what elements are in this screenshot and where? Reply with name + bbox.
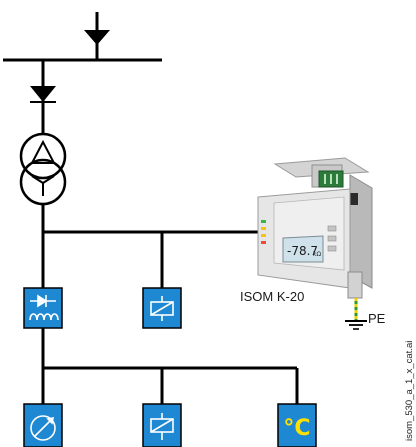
incoming-feeder — [84, 12, 110, 60]
transformer-icon — [19, 132, 67, 206]
celsius-icon: °C — [283, 416, 310, 441]
lcd-display — [282, 235, 324, 263]
lcd-value: -78.7 — [287, 244, 318, 258]
arrow-down-icon — [30, 86, 56, 102]
inductor-icon — [29, 313, 59, 321]
led-green — [261, 220, 266, 223]
isom-k20-device: -78.7 kΩ — [257, 157, 373, 299]
relay-coil-icon — [150, 413, 174, 440]
meter-icon — [30, 415, 56, 441]
pe-label: PE — [368, 311, 386, 326]
rectifier-box — [23, 287, 63, 329]
relay-box-lower — [142, 403, 182, 447]
arrow-down-icon — [84, 30, 110, 45]
temperature-box: °C — [277, 403, 317, 447]
earth-ground-icon — [345, 298, 367, 330]
lcd-unit: kΩ — [313, 251, 321, 258]
led-yellow-1 — [261, 227, 266, 230]
device-button-2 — [327, 235, 337, 242]
relay-coil-icon — [150, 296, 174, 321]
led-yellow-2 — [261, 234, 266, 237]
meter-box — [23, 403, 63, 447]
file-name-caption: isom_530_a_1_x_cat.ai — [404, 340, 415, 441]
rectifier-icon — [30, 294, 56, 308]
led-red — [261, 241, 266, 244]
device-label: ISOM K-20 — [240, 289, 305, 304]
device-button-3 — [327, 245, 337, 252]
transformer-feeder — [30, 60, 56, 134]
device-button-1 — [327, 225, 337, 232]
relay-box-upper — [142, 287, 182, 329]
